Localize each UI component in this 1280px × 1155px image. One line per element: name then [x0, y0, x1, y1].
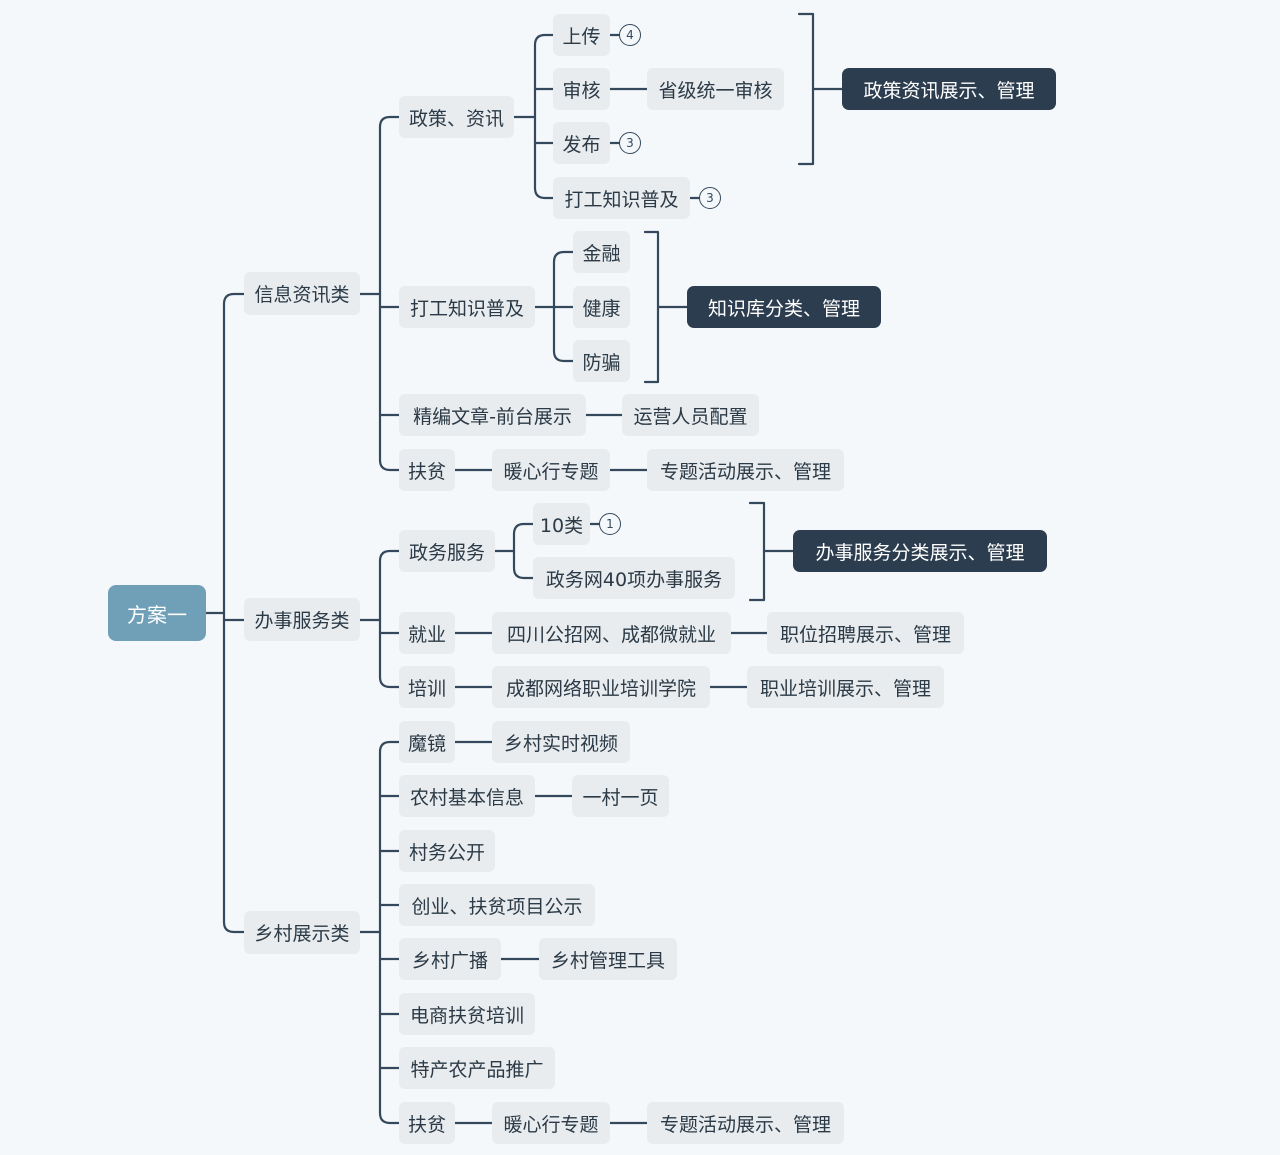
- basic-info-node[interactable]: 农村基本信息: [399, 775, 535, 817]
- training-manage-node[interactable]: 职业培训展示、管理: [747, 666, 944, 708]
- category-village[interactable]: 乡村展示类: [244, 911, 360, 954]
- articles-node[interactable]: 精编文章-前台展示: [399, 394, 586, 436]
- info-warm-topic-node[interactable]: 暖心行专题: [492, 449, 610, 491]
- anti-fraud-node[interactable]: 防骗: [573, 340, 630, 382]
- count-badge: 4: [619, 24, 641, 46]
- forty-services-node[interactable]: 政务网40项办事服务: [533, 557, 735, 599]
- upload-node[interactable]: 上传: [553, 14, 610, 56]
- info-poverty-node[interactable]: 扶贫: [399, 449, 455, 491]
- gov-service-node[interactable]: 政务服务: [399, 530, 495, 572]
- policy-summary-node[interactable]: 政策资讯展示、管理: [842, 68, 1056, 110]
- mirror-node[interactable]: 魔镜: [399, 721, 455, 763]
- village-poverty-node[interactable]: 扶贫: [399, 1102, 455, 1144]
- ecommerce-node[interactable]: 电商扶贫培训: [399, 993, 535, 1035]
- root-node[interactable]: 方案一: [108, 585, 206, 641]
- village-warm-topic-node[interactable]: 暖心行专题: [492, 1102, 610, 1144]
- info-topic-manage-node[interactable]: 专题活动展示、管理: [647, 449, 844, 491]
- policy-node[interactable]: 政策、资讯: [399, 96, 514, 138]
- operators-node[interactable]: 运营人员配置: [622, 394, 759, 436]
- village-topic-manage-node[interactable]: 专题活动展示、管理: [647, 1102, 844, 1144]
- training-node[interactable]: 培训: [399, 666, 455, 708]
- review-node[interactable]: 审核: [553, 68, 610, 110]
- work-knowledge-node[interactable]: 打工知识普及: [553, 177, 690, 219]
- category-info[interactable]: 信息资讯类: [244, 272, 360, 315]
- job-sites-node[interactable]: 四川公招网、成都微就业: [492, 612, 731, 654]
- specialty-node[interactable]: 特产农产品推广: [399, 1047, 555, 1089]
- knowledge-summary-node[interactable]: 知识库分类、管理: [687, 286, 881, 328]
- count-badge: 3: [699, 187, 721, 209]
- one-page-node[interactable]: 一村一页: [572, 775, 669, 817]
- category-service[interactable]: 办事服务类: [244, 598, 360, 641]
- count-badge: 1: [599, 513, 621, 535]
- job-manage-node[interactable]: 职位招聘展示、管理: [767, 612, 964, 654]
- count-badge: 3: [619, 132, 641, 154]
- service-summary-node[interactable]: 办事服务分类展示、管理: [793, 530, 1047, 572]
- training-school-node[interactable]: 成都网络职业培训学院: [492, 666, 710, 708]
- publish-node[interactable]: 发布: [553, 122, 610, 164]
- finance-node[interactable]: 金融: [573, 231, 630, 273]
- job-node[interactable]: 就业: [399, 612, 455, 654]
- projects-node[interactable]: 创业、扶贫项目公示: [399, 884, 595, 926]
- broadcast-node[interactable]: 乡村广播: [399, 938, 501, 980]
- affairs-node[interactable]: 村务公开: [399, 830, 495, 872]
- live-video-node[interactable]: 乡村实时视频: [492, 721, 630, 763]
- ten-categories-node[interactable]: 10类: [533, 503, 590, 545]
- work-knowledge-group-node[interactable]: 打工知识普及: [399, 286, 535, 328]
- provincial-review-node[interactable]: 省级统一审核: [647, 68, 784, 110]
- health-node[interactable]: 健康: [573, 286, 630, 328]
- tools-node[interactable]: 乡村管理工具: [539, 938, 677, 980]
